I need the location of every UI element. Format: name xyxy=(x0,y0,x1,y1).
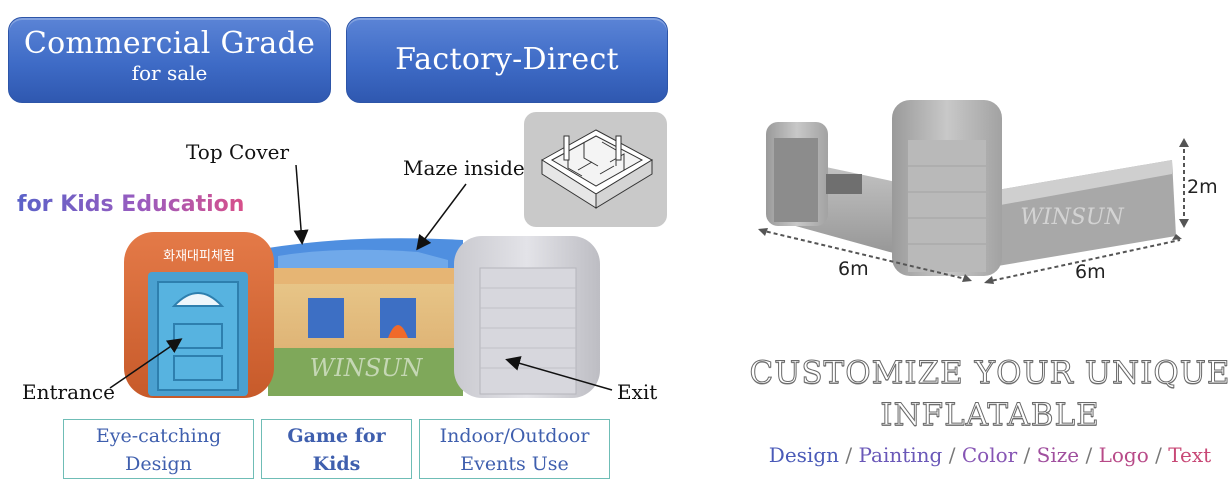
option-painting: Painting xyxy=(858,443,943,467)
factory-direct-text: Factory-Direct xyxy=(395,42,619,77)
option-design: Design xyxy=(768,443,840,467)
korean-sign-text: 화재대피체험 xyxy=(163,249,235,264)
customize-heading-line1: CUSTOMIZE YOUR UNIQUE xyxy=(749,355,1228,392)
feature-line: Indoor/Outdoor xyxy=(439,425,590,447)
option-size: Size xyxy=(1036,443,1080,467)
dimension-lines xyxy=(758,138,1189,284)
option-logo: Logo xyxy=(1098,443,1149,467)
option-separator: / xyxy=(948,443,956,467)
option-text: Text xyxy=(1168,443,1212,467)
factory-direct-banner: Factory-Direct xyxy=(346,17,668,103)
feature-line: Game for xyxy=(287,425,386,447)
feature-line: Events Use xyxy=(460,453,569,475)
callout-arrows xyxy=(109,164,613,391)
option-color: Color xyxy=(961,443,1018,467)
brand-watermark: WINSUN xyxy=(310,354,424,382)
maze-inside-arrow xyxy=(416,183,467,251)
inflatable-maze-front-image: 화재대피체험 WINSUN xyxy=(124,232,600,398)
feature-game-for-kids: Game for Kids xyxy=(261,419,412,479)
exit-arrow xyxy=(505,356,613,391)
entrance-arrow xyxy=(109,338,183,389)
width-left-dimension: 6m xyxy=(838,258,869,280)
option-separator: / xyxy=(845,443,853,467)
maze-diagram-card xyxy=(524,112,667,227)
exit-label: Exit xyxy=(617,380,658,404)
option-separator: / xyxy=(1085,443,1093,467)
width-right-line xyxy=(985,239,1181,283)
feature-eye-catching: Eye-catching Design xyxy=(63,419,254,479)
inflatable-maze-grey-image: WINSUN xyxy=(766,100,1176,276)
feature-line: Eye-catching xyxy=(95,425,222,447)
commercial-grade-banner: Commercial Grade for sale xyxy=(8,17,331,103)
top-cover-label: Top Cover xyxy=(186,140,290,164)
height-dimension: 2m xyxy=(1187,176,1218,198)
feature-indoor-outdoor: Indoor/Outdoor Events Use xyxy=(419,419,610,479)
commercial-grade-text: Commercial Grade xyxy=(23,26,316,61)
brand-watermark-grey: WINSUN xyxy=(1020,205,1124,230)
width-right-dimension: 6m xyxy=(1075,261,1106,283)
maze-layout-icon xyxy=(541,129,654,209)
customization-options: Design / Painting / Color / Size / Logo … xyxy=(740,443,1228,467)
top-cover-arrow xyxy=(293,164,309,245)
maze-inside-label: Maze inside xyxy=(403,156,525,180)
for-sale-text: for sale xyxy=(131,61,208,85)
entrance-label: Entrance xyxy=(22,380,115,404)
kids-education-label: for Kids Education xyxy=(17,192,245,217)
feature-line: Design xyxy=(125,453,192,475)
width-left-line xyxy=(759,229,971,281)
feature-line: Kids xyxy=(312,453,361,475)
customize-heading-line2: INFLATABLE xyxy=(880,397,1100,434)
option-separator: / xyxy=(1155,443,1162,467)
option-separator: / xyxy=(1023,443,1031,467)
